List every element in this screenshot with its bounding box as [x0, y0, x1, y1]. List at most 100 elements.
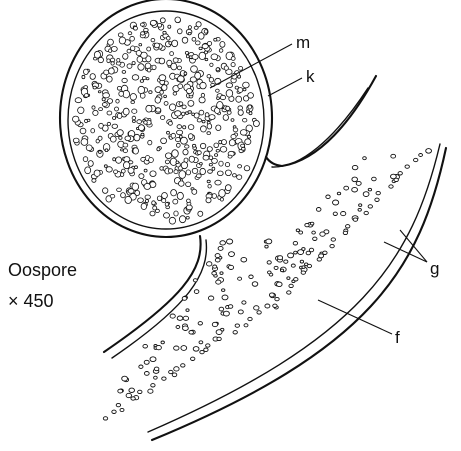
cytoplasm-granule — [179, 216, 185, 223]
hypha-granule — [248, 317, 252, 320]
hypha-granule — [228, 305, 232, 309]
cytoplasm-granule — [237, 175, 242, 180]
cytoplasm-granule — [223, 115, 228, 121]
cytoplasm-granule — [121, 193, 126, 198]
cytoplasm-granule — [120, 173, 123, 177]
cytoplasm-granule — [177, 125, 182, 129]
cytoplasm-granule — [85, 167, 91, 174]
cytoplasm-granule — [188, 111, 192, 114]
cytoplasm-granule — [206, 198, 211, 203]
cytoplasm-granule — [162, 193, 168, 199]
hypha-granule — [323, 251, 327, 254]
cytoplasm-granule — [219, 190, 226, 198]
hypha-granule — [181, 364, 185, 367]
cytoplasm-granule — [117, 113, 122, 118]
cytoplasm-granule — [78, 107, 84, 114]
cytoplasm-granule — [99, 151, 102, 154]
cytoplasm-granule — [173, 58, 178, 63]
cytoplasm-granule — [233, 174, 237, 177]
cytoplasm-granule — [138, 64, 144, 71]
hypha-granule — [266, 239, 272, 244]
cytoplasm-granule — [209, 115, 215, 120]
hypha-granule — [368, 188, 371, 191]
cytoplasm-granule — [105, 149, 108, 152]
hypha-granule — [333, 200, 339, 205]
cytoplasm-granule — [186, 182, 191, 187]
hypha-granule — [344, 186, 349, 190]
cytoplasm-granule — [84, 69, 89, 74]
hypha-granule — [405, 165, 409, 168]
cytoplasm-granule — [140, 23, 144, 26]
hypha-granule — [356, 181, 361, 185]
cytoplasm-granule — [176, 138, 181, 142]
cytoplasm-granule — [179, 102, 183, 106]
hypha-granule — [174, 367, 179, 371]
cytoplasm-granule — [176, 161, 179, 164]
caption-name: Oospore — [8, 260, 77, 280]
cytoplasm-granule — [188, 101, 194, 107]
hypha-granule — [358, 208, 361, 211]
cytoplasm-granule — [162, 199, 166, 203]
cytoplasm-granule — [145, 195, 150, 199]
hypha-granule — [151, 384, 155, 387]
cytoplasm-granule — [103, 188, 108, 194]
leader-g-1 — [400, 230, 427, 262]
cytoplasm-granule — [188, 125, 194, 130]
cytoplasm-granule — [138, 125, 144, 131]
cytoplasm-granule — [241, 144, 245, 147]
cytoplasm-granule — [108, 39, 114, 45]
cytoplasm-granule — [144, 121, 148, 125]
cytoplasm-granule — [214, 38, 217, 41]
cytoplasm-granule — [205, 58, 208, 60]
cytoplasm-granule — [113, 158, 116, 161]
hypha-granule — [398, 172, 402, 175]
cytoplasm-granule — [178, 29, 183, 34]
cytoplasm-granule — [207, 132, 211, 135]
cytoplasm-granule — [132, 183, 139, 190]
cytoplasm-granule — [187, 199, 191, 203]
hypha-granule — [293, 241, 297, 245]
cytoplasm-granule — [208, 184, 211, 188]
hypha-granules — [103, 149, 431, 421]
hypha-granule — [219, 307, 224, 311]
hypha-granule — [144, 360, 149, 364]
hypha-granule — [154, 376, 158, 379]
hypha-granule — [183, 326, 189, 331]
cytoplasm-granule — [216, 150, 219, 153]
cytoplasm-granule — [207, 124, 212, 129]
cytoplasm-granule — [220, 147, 227, 153]
cytoplasm-granule — [107, 99, 112, 104]
cytoplasm-granule — [168, 25, 171, 28]
hypha-granule — [177, 316, 183, 320]
cytoplasm-granule — [131, 101, 135, 104]
hypha-granule — [215, 254, 220, 258]
cytoplasm-granule — [151, 38, 155, 41]
hypha-granule — [220, 272, 223, 275]
cytoplasm-granule — [75, 98, 82, 103]
cytoplasm-granule — [92, 179, 96, 183]
cytoplasm-granule — [197, 119, 201, 122]
hypha-granule — [198, 322, 202, 325]
cytoplasm-granule — [184, 72, 187, 75]
cytoplasm-granule — [93, 86, 96, 89]
hypha-granule — [278, 256, 283, 260]
hypha-granule — [238, 310, 243, 314]
hypha-granule — [319, 254, 324, 258]
cytoplasm-granule — [137, 120, 142, 124]
cytoplasm-granule — [176, 143, 180, 147]
cytoplasm-granule — [152, 65, 156, 70]
cytoplasm-granule — [207, 147, 212, 152]
hypha-granule — [301, 271, 305, 274]
cytoplasm-granule — [171, 190, 177, 196]
cytoplasm-granule — [185, 51, 188, 54]
hypha-granule — [273, 304, 277, 307]
cytoplasm-granule — [207, 180, 210, 183]
cytoplasm-granule — [156, 108, 161, 112]
hypha-granule — [217, 337, 221, 340]
hypha-granule — [103, 417, 107, 420]
hypha-granule — [353, 218, 357, 221]
cytoplasm-granule — [182, 105, 186, 109]
cytoplasm-granule — [122, 78, 127, 82]
cytoplasm-granule — [157, 148, 160, 151]
